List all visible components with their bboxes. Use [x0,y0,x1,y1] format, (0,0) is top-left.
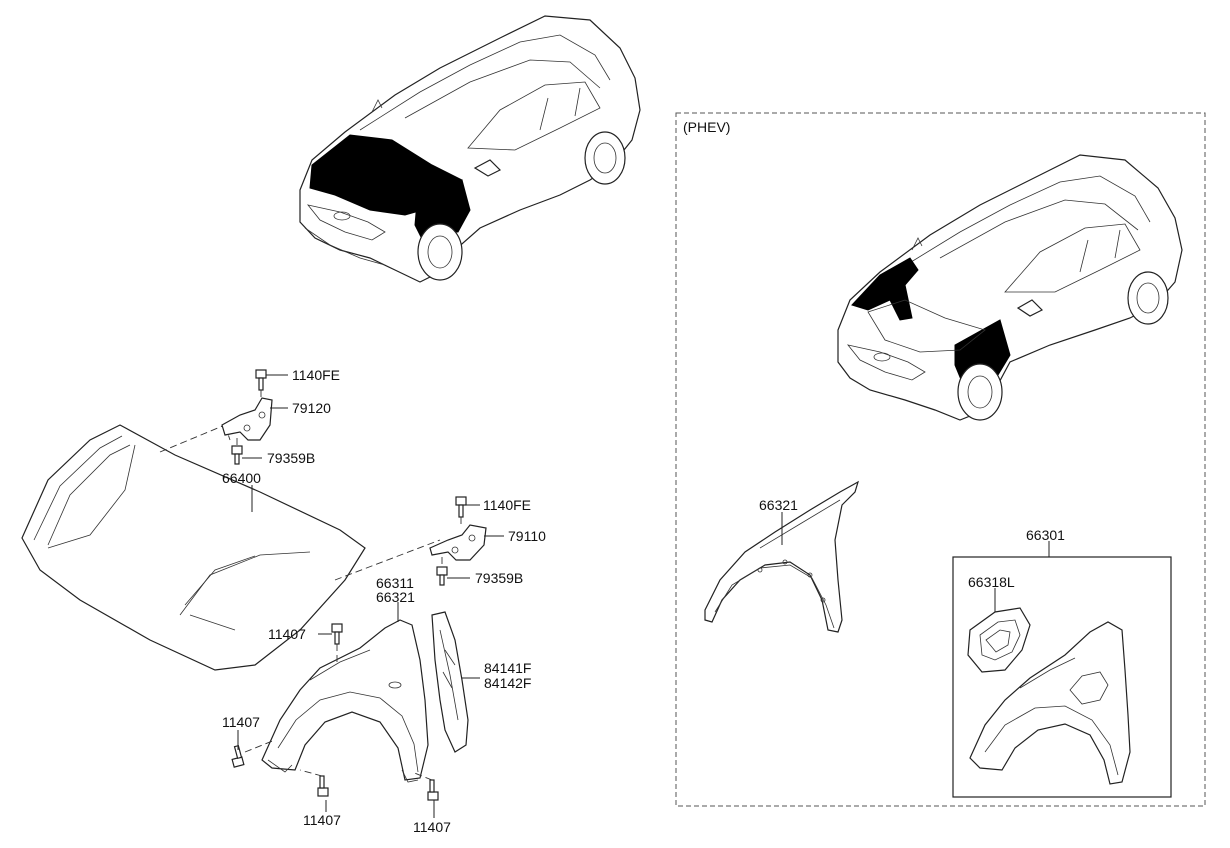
fender-liner [431,611,469,753]
part-label: 66311 [376,575,414,591]
part-label: 11407 [413,819,451,835]
hood-hinge-left [221,397,273,441]
bolt-icon [255,369,267,391]
part-label: 79359B [267,450,315,466]
bolt-icon [436,566,448,586]
part-label: 1140FE [292,367,340,383]
phev-section-label: (PHEV) [683,119,730,135]
part-label: 79359B [475,570,523,586]
mount-line [244,739,276,753]
bolt-icon [331,623,343,645]
fuel-filler-door [967,607,1031,673]
part-label: 79120 [292,400,331,416]
mount-line [334,539,441,581]
part-label: 66400 [222,470,261,486]
part-label: 66321 [759,497,798,513]
vehicle-illustration-phev [837,154,1183,421]
bolt-icon [231,744,245,768]
bolt-icon [427,779,439,801]
part-label: 11407 [222,714,260,730]
vehicle-illustration-main [299,15,641,283]
part-label: 66321 [376,589,415,605]
front-fender [261,619,429,783]
mount-line [411,771,433,781]
phev-fender-with-filler [969,621,1131,785]
part-label: 11407 [303,812,341,828]
hood-hinge-right [429,524,487,561]
leader-lines [237,374,504,818]
bolt-icon [455,496,467,518]
hood-panel [21,424,366,671]
bolt-icon [231,445,243,465]
mount-line [159,424,226,453]
part-label: 66301 [1026,527,1065,543]
phev-front-fender [704,480,859,633]
part-label: 84142F [484,675,531,691]
part-label: 11407 [268,626,306,642]
part-label: 84141F [484,660,531,676]
bolt-icon [317,775,329,797]
part-label: 79110 [508,528,546,544]
phev-section-box [675,112,1206,807]
mount-line [299,769,323,777]
part-label: 1140FE [483,497,531,513]
part-label: 66318L [968,574,1015,590]
phev-assembly-box [952,556,1172,798]
